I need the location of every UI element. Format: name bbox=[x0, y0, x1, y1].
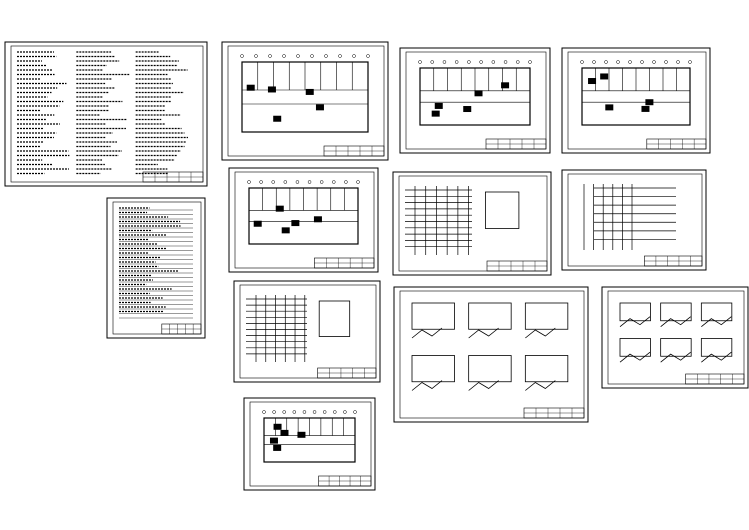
sheet-inner-frame bbox=[112, 201, 202, 335]
floor-plan-sheet-3[interactable] bbox=[561, 47, 711, 154]
detail-drawing-sheet-1[interactable] bbox=[393, 286, 589, 423]
drawing-content bbox=[247, 180, 360, 245]
sheet-border bbox=[561, 169, 707, 271]
title-block bbox=[523, 407, 585, 419]
title-block bbox=[486, 260, 548, 272]
floor-plan-sheet-4[interactable] bbox=[228, 167, 379, 273]
drawing-content bbox=[405, 186, 520, 255]
sheet-inner-frame bbox=[405, 51, 547, 150]
title-block bbox=[314, 257, 375, 269]
riser-diagram-sheet-2[interactable] bbox=[233, 280, 381, 383]
sheet-border bbox=[399, 47, 551, 154]
sheet-inner-frame bbox=[227, 45, 385, 157]
design-notes-sheet[interactable] bbox=[4, 41, 208, 187]
drawing-content bbox=[17, 51, 188, 175]
sheet-inner-frame bbox=[607, 290, 745, 385]
floor-plan-sheet-2[interactable] bbox=[399, 47, 551, 154]
title-block bbox=[646, 138, 707, 150]
riser-diagram-sheet[interactable] bbox=[392, 171, 552, 276]
sheet-inner-frame bbox=[567, 51, 707, 150]
sheet-border bbox=[393, 286, 589, 423]
title-block bbox=[323, 145, 385, 157]
drawing-list-sheet[interactable] bbox=[106, 197, 206, 339]
sheet-inner-frame bbox=[399, 290, 585, 419]
drawing-content bbox=[418, 60, 532, 126]
title-block bbox=[685, 373, 745, 385]
title-block bbox=[318, 475, 372, 487]
title-block bbox=[317, 367, 377, 379]
drawing-content bbox=[580, 60, 692, 126]
sheet-inner-frame bbox=[567, 173, 703, 267]
drawing-content bbox=[583, 184, 676, 250]
sheet-inner-frame bbox=[249, 401, 372, 487]
drawing-content bbox=[240, 54, 370, 133]
sheet-border bbox=[561, 47, 711, 154]
detail-drawing-sheet-2[interactable] bbox=[601, 286, 749, 389]
drawing-content bbox=[119, 207, 193, 319]
sheet-border bbox=[228, 167, 379, 273]
title-block bbox=[161, 323, 202, 335]
drawing-content bbox=[619, 302, 733, 363]
sheet-border bbox=[233, 280, 381, 383]
sheet-border bbox=[392, 171, 552, 276]
floor-plan-sheet-1[interactable] bbox=[221, 41, 389, 161]
sheet-inner-frame bbox=[398, 175, 548, 272]
sheet-border bbox=[221, 41, 389, 161]
title-block bbox=[485, 138, 547, 150]
sheet-border bbox=[243, 397, 376, 491]
sheet-inner-frame bbox=[239, 284, 377, 379]
drawing-content bbox=[246, 295, 351, 362]
title-block bbox=[142, 171, 204, 183]
sheet-inner-frame bbox=[234, 171, 375, 269]
system-diagram-sheet[interactable] bbox=[561, 169, 707, 271]
sheet-border bbox=[601, 286, 749, 389]
room-detail-sheet[interactable] bbox=[243, 397, 376, 491]
drawing-content bbox=[411, 302, 569, 391]
drawing-content bbox=[262, 410, 357, 463]
title-block bbox=[644, 255, 703, 267]
sheet-inner-frame bbox=[10, 45, 204, 183]
